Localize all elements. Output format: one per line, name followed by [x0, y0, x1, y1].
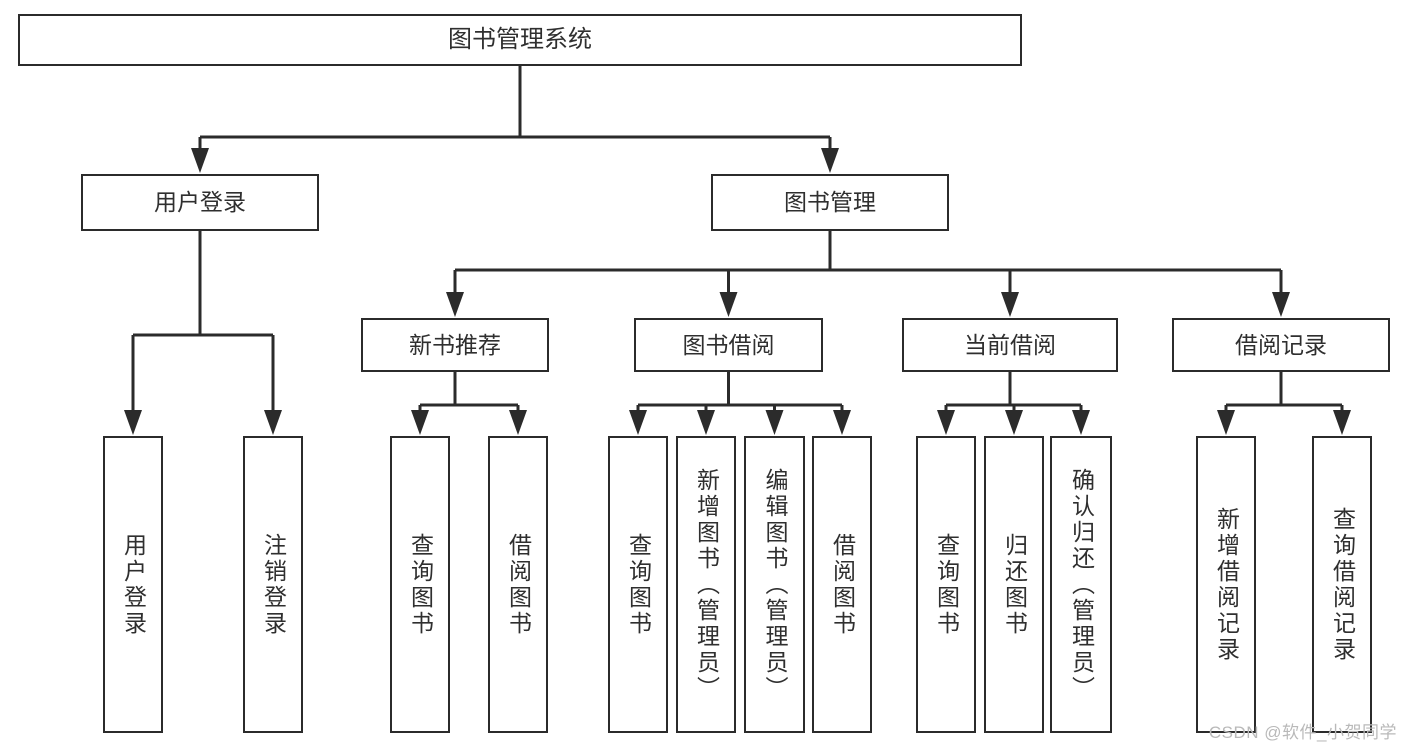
node-book-borrow[interactable]: 图书借阅 — [634, 318, 823, 372]
connector-group-root — [191, 66, 839, 173]
node-label: 查询图书 — [933, 532, 960, 637]
node-leaf-cb-query[interactable]: 查询图书 — [916, 436, 976, 733]
node-label: 图书借阅 — [682, 331, 775, 358]
watermark-label: CSDN @软件_小贺同学 — [1208, 723, 1397, 742]
node-label: 图书管理 — [784, 189, 876, 216]
arrowhead-icon — [697, 410, 715, 435]
arrowhead-icon — [937, 410, 955, 435]
node-new-book-rec[interactable]: 新书推荐 — [361, 318, 549, 372]
node-leaf-bb-query[interactable]: 查询图书 — [608, 436, 668, 733]
connector-group-book-manage — [446, 231, 1290, 317]
connector-group-new-book-rec — [411, 372, 527, 435]
node-leaf-br-query[interactable]: 查询借阅记录 — [1312, 436, 1372, 733]
arrowhead-icon — [191, 148, 209, 173]
node-label: 查询图书 — [625, 532, 652, 637]
arrowhead-icon — [629, 410, 647, 435]
connector-group-book-borrow — [629, 372, 851, 435]
node-label: 确认归还（管理员） — [1068, 467, 1095, 702]
arrowhead-icon — [1272, 292, 1290, 317]
node-borrow-record[interactable]: 借阅记录 — [1172, 318, 1390, 372]
arrowhead-icon — [1005, 410, 1023, 435]
arrowhead-icon — [124, 410, 142, 435]
arrowhead-icon — [509, 410, 527, 435]
node-label: 借阅图书 — [505, 532, 532, 637]
node-label: 查询借阅记录 — [1329, 506, 1356, 663]
arrowhead-icon — [719, 292, 738, 317]
node-label: 查询图书 — [407, 532, 434, 637]
node-leaf-user-login[interactable]: 用户登录 — [103, 436, 163, 733]
node-label: 新增图书（管理员） — [693, 467, 720, 702]
arrowhead-icon — [821, 148, 839, 173]
connector-group-current-borrow — [937, 372, 1090, 435]
node-label: 归还图书 — [1001, 532, 1028, 637]
node-leaf-bb-borrow[interactable]: 借阅图书 — [812, 436, 872, 733]
node-label: 新增借阅记录 — [1213, 506, 1240, 663]
arrowhead-icon — [264, 410, 282, 435]
node-leaf-bb-add[interactable]: 新增图书（管理员） — [676, 436, 736, 733]
node-book-manage[interactable]: 图书管理 — [711, 174, 949, 231]
node-leaf-br-add[interactable]: 新增借阅记录 — [1196, 436, 1256, 733]
arrowhead-icon — [1333, 410, 1351, 435]
node-label: 图书管理系统 — [448, 26, 592, 54]
node-label: 当前借阅 — [964, 331, 1056, 358]
arrowhead-icon — [446, 292, 464, 317]
node-user-login[interactable]: 用户登录 — [81, 174, 319, 231]
node-label: 注销登录 — [260, 532, 287, 637]
node-leaf-cb-confirm[interactable]: 确认归还（管理员） — [1050, 436, 1112, 733]
node-label: 用户登录 — [154, 189, 246, 216]
node-label: 借阅图书 — [829, 532, 856, 637]
connector-group-borrow-record — [1217, 372, 1351, 435]
node-label: 借阅记录 — [1235, 331, 1327, 358]
node-leaf-rec-query[interactable]: 查询图书 — [390, 436, 450, 733]
node-root[interactable]: 图书管理系统 — [18, 14, 1022, 66]
node-label: 编辑图书（管理员） — [762, 467, 788, 702]
arrowhead-icon — [1001, 292, 1019, 317]
arrowhead-icon — [765, 410, 784, 435]
arrowhead-icon — [411, 410, 429, 435]
node-leaf-rec-borrow[interactable]: 借阅图书 — [488, 436, 548, 733]
arrowhead-icon — [1217, 410, 1235, 435]
arrowhead-icon — [833, 410, 851, 435]
connector-group-user-login — [124, 231, 282, 435]
arrowhead-icon — [1072, 410, 1090, 435]
node-leaf-bb-edit[interactable]: 编辑图书（管理员） — [744, 436, 805, 733]
node-leaf-cb-return[interactable]: 归还图书 — [984, 436, 1044, 733]
node-label: 新书推荐 — [409, 331, 501, 358]
node-leaf-logout[interactable]: 注销登录 — [243, 436, 303, 733]
node-current-borrow[interactable]: 当前借阅 — [902, 318, 1118, 372]
node-label: 用户登录 — [120, 532, 147, 637]
